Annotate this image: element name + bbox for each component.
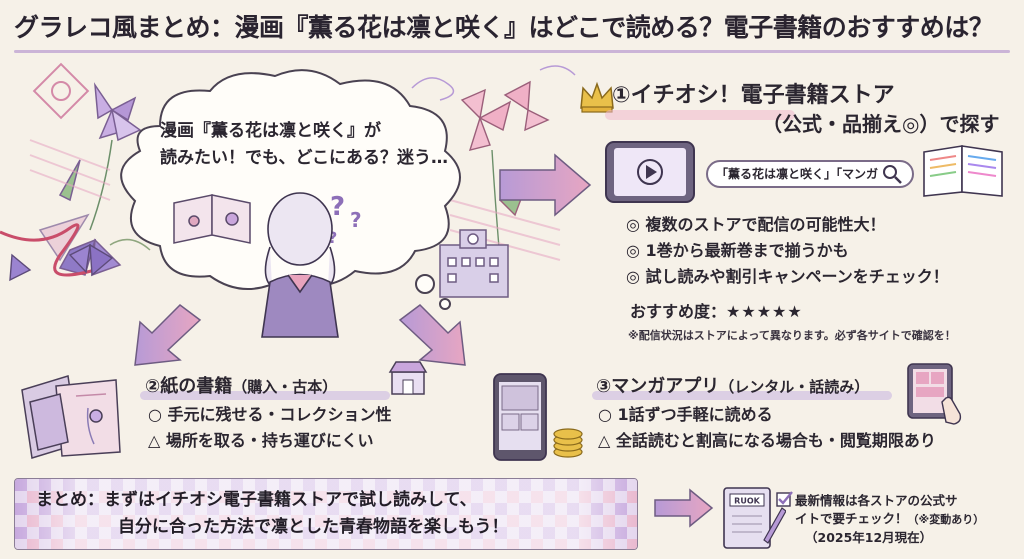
section2-list: ○ 手元に残せる・コレクション性 △ 場所を取る・持ち運びにくい (148, 402, 448, 454)
question-mark-icon: ? (330, 192, 345, 222)
recommend-rating: おすすめ度：★★★★★ (630, 298, 803, 322)
section1-heading-line1: ①イチオシ！電子書籍ストア (612, 83, 895, 108)
notebook-label: RUOK (734, 497, 760, 506)
footer-variation-note: （※変動あり） (907, 513, 985, 526)
open-book-icon (173, 194, 251, 244)
section3-item-2: △ 全話読むと割高になる場合も・閲覧期限あり (598, 431, 936, 450)
checkbox-icon (776, 491, 793, 507)
page-title: グラレコ風まとめ：漫画『薫る花は凛と咲く』はどこで読める？電子書籍のおすすめは？ (14, 13, 994, 42)
cloud-line-1: 漫画『薫る花は凛と咲く』が (160, 121, 381, 141)
section1-heading: ①イチオシ！電子書籍ストア （公式・品揃え◎）で探す (612, 82, 1012, 138)
availability-note: ※配信状況はストアによって異なります。必ず各サイトで確認を！ (628, 329, 956, 342)
section2-subtitle: （購入・古本） (232, 378, 338, 396)
title-underline (14, 50, 1010, 53)
section3-subtitle: （レンタル・話読み） (719, 378, 870, 396)
crown-icon (580, 81, 614, 113)
arrow-summary-icon (654, 488, 714, 528)
cloud-text: 漫画『薫る花は凛と咲く』が 読みたい！でも、どこにある？迷う… (160, 118, 450, 172)
pen-icon (763, 507, 786, 544)
section1-feature-2: ◎ 1巻から最新巻まで揃うかも (626, 241, 849, 260)
section3-list: ○ 1話ずつ手軽に読める △ 全話読むと割高になる場合も・閲覧期限あり (598, 402, 998, 454)
section3-title: ③マンガアプリ (596, 376, 720, 397)
tablet-tap-icon (907, 363, 962, 425)
arrow-down-left-icon (134, 304, 202, 366)
section2-title: ②紙の書籍 (145, 376, 233, 397)
mizuhiki-knot-icon (32, 62, 90, 120)
section3-heading: ③マンガアプリ（レンタル・話読み） (596, 372, 869, 398)
bellflower-icon (9, 243, 114, 282)
section2-highlight (140, 391, 390, 400)
section1-heading-line2: （公式・品揃え◎）で探す (762, 112, 1000, 136)
question-mark-icon: ? (350, 208, 362, 232)
notebook-icon: RUOK (723, 487, 786, 549)
footer-date: （2025年12月現在） (805, 530, 933, 545)
arrow-down-right-icon (398, 304, 466, 366)
section1-feature-list: ◎ 複数のストアで配信の可能性大！ ◎ 1巻から最新巻まで揃うかも ◎ 試し読み… (626, 212, 1016, 290)
section3-item-1: ○ 1話ずつ手軽に読める (598, 405, 773, 424)
red-cord-icon (0, 223, 96, 277)
section2-item-1: ○ 手元に残せる・コレクション性 (148, 405, 392, 424)
summary-line-1: まとめ：まずはイチオシ電子書籍ストアで試し読みして、 (36, 490, 477, 510)
section1-feature-3: ◎ 試し読みや割引キャンペーンをチェック！ (626, 267, 949, 286)
coin-stack-icon (553, 428, 583, 458)
section2-heading: ②紙の書籍（購入・古本） (145, 372, 337, 398)
recommend-label: おすすめ度： (630, 302, 727, 321)
summary-box (14, 478, 638, 550)
arrow-right-icon (499, 153, 592, 217)
question-mark-icon: ? (328, 228, 337, 247)
star-rating-icon: ★★★★★ (726, 302, 803, 321)
footer-line-2: イトで要チェック！ (795, 511, 908, 526)
summary-text: まとめ：まずはイチオシ電子書籍ストアで試し読みして、 自分に合った方法で凛とした… (36, 487, 626, 541)
search-bar[interactable]: 「薫る花は凛と咲く」「マンガ (706, 160, 914, 188)
checker-pattern (15, 479, 637, 549)
girl-illustration: ? ? ? (173, 192, 362, 338)
search-icon[interactable] (880, 162, 906, 186)
footer-line-1: 最新情報は各ストアの公式サ (795, 493, 958, 508)
summary-line-2: 自分に合った方法で凛とした青春物語を楽しもう！ (118, 517, 509, 537)
shop-icon (388, 361, 428, 395)
paper-books-icon (21, 375, 121, 459)
ebook-rainbow-icon (923, 145, 1003, 197)
tablet-play-icon (605, 141, 695, 203)
section1-feature-1: ◎ 複数のストアで配信の可能性大！ (626, 215, 886, 234)
section3-highlight (592, 391, 892, 400)
school-building-icon (439, 229, 509, 298)
footer-note: 最新情報は各ストアの公式サ イトで要チェック！（※変動あり） （2025年12月… (795, 492, 1015, 547)
cloud-line-2: 読みたい！でも、どこにある？迷う… (160, 148, 448, 168)
search-text: 「薫る花は凛と咲く」「マンガ (716, 167, 879, 181)
section1-highlight (605, 110, 795, 120)
manga-app-phone-icon (493, 373, 583, 461)
section2-item-2: △ 場所を取る・持ち運びにくい (148, 431, 374, 450)
